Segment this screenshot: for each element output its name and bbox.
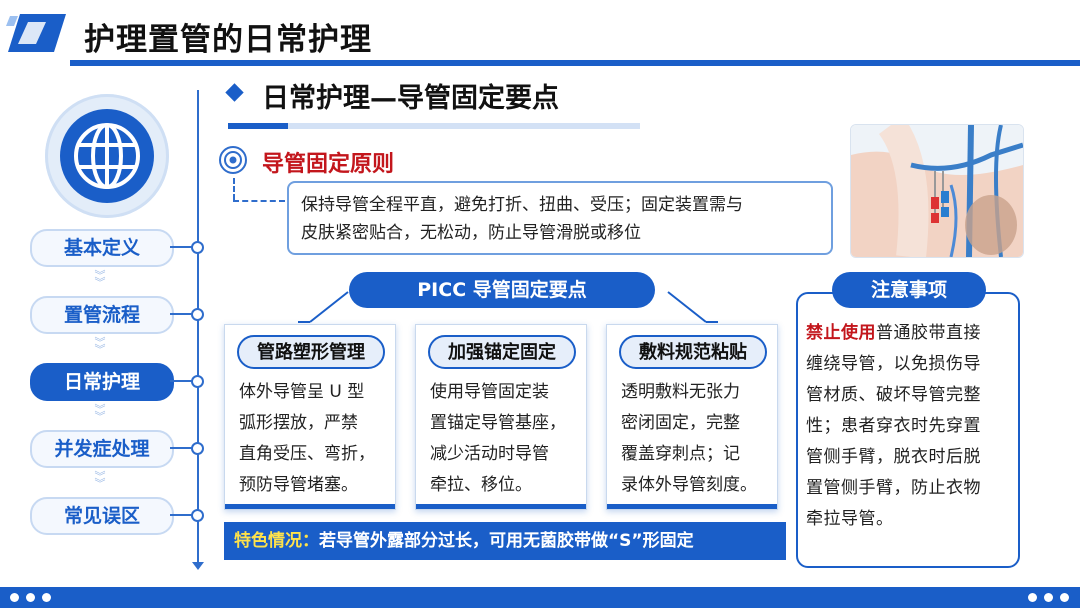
notes-line: 管材质、破坏导管完整: [806, 385, 981, 405]
section-underline-accent: [228, 123, 288, 129]
feature-label: 特色情况：: [234, 531, 319, 551]
footer-dot: [10, 593, 19, 602]
card-line: 置锚定导管基座，: [430, 413, 566, 433]
footer-bar: [0, 587, 1080, 608]
card-line: 透明敷料无张力: [621, 382, 740, 402]
notes-line: 缠绕导管，以免损伤导: [806, 354, 981, 374]
card-line: 弧形摆放，严禁: [239, 413, 358, 433]
chevron-down-icon: ︾︾: [94, 470, 106, 490]
sidebar-node: [191, 308, 204, 321]
card-line: 体外导管呈 U 型: [239, 382, 365, 402]
sidebar-node: [191, 241, 204, 254]
principle-line: 保持导管全程平直，避免打折、扭曲、受压；固定装置需与: [301, 195, 743, 215]
card-line: 直角受压、弯折，: [239, 444, 375, 464]
picc-banner: PICC 导管固定要点: [349, 272, 655, 308]
logo-mark: [6, 14, 66, 52]
card-dressing: 敷料规范粘贴 透明敷料无张力 密闭固定，完整 覆盖穿刺点；记 录体外导管刻度。: [606, 324, 778, 510]
timeline-arrow: [192, 562, 204, 570]
footer-dot: [1060, 593, 1069, 602]
card-line: 牵拉、移位。: [430, 475, 532, 495]
target-icon: [219, 146, 247, 174]
card-accent-bar: [416, 504, 586, 509]
sidebar-node: [191, 375, 204, 388]
card-line: 覆盖穿刺点；记: [621, 444, 740, 464]
dashed-connector: [233, 178, 235, 200]
section-title: 日常护理—导管固定要点: [262, 83, 559, 114]
sidebar-connector: [170, 246, 198, 248]
principle-box: 保持导管全程平直，避免打折、扭曲、受压；固定装置需与 皮肤紧密贴合，无松动，防止…: [287, 181, 833, 255]
footer-dot: [42, 593, 51, 602]
sidebar-timeline: [197, 90, 199, 568]
notes-body: 禁止使用普通胶带直接 缠绕导管，以免损伤导 管材质、破坏导管完整 性；患者穿衣时…: [806, 318, 1014, 535]
card-shaping-management: 管路塑形管理 体外导管呈 U 型 弧形摆放，严禁 直角受压、弯折， 预防导管堵塞…: [224, 324, 396, 510]
sidebar-node: [191, 442, 204, 455]
globe-icon: [74, 123, 140, 189]
notes-line: 牵拉导管。: [806, 509, 894, 529]
sidebar-connector: [170, 447, 198, 449]
card-body: 体外导管呈 U 型 弧形摆放，严禁 直角受压、弯折， 预防导管堵塞。: [239, 377, 389, 501]
card-accent-bar: [607, 504, 777, 509]
card-title: 加强锚定固定: [428, 335, 576, 369]
feature-bar: 特色情况：若导管外露部分过长，可用无菌胶带做“S”形固定: [224, 522, 786, 560]
card-body: 使用导管固定装 置锚定导管基座， 减少活动时导管 牵拉、移位。: [430, 377, 580, 501]
notes-line: 管侧手臂，脱衣时后脱: [806, 447, 981, 467]
dashed-connector: [233, 200, 285, 202]
sidebar-connector: [170, 514, 198, 516]
card-line: 录体外导管刻度。: [621, 475, 757, 495]
sidebar-item-misconceptions[interactable]: 常见误区: [30, 497, 174, 535]
card-line: 减少活动时导管: [430, 444, 549, 464]
feature-text: 若导管外露部分过长，可用无菌胶带做“S”形固定: [319, 531, 694, 551]
sidebar-item-complications[interactable]: 并发症处理: [30, 430, 174, 468]
principle-line: 皮肤紧密贴合，无松动，防止导管滑脱或移位: [301, 223, 641, 243]
section-underline: [228, 123, 640, 129]
card-line: 密闭固定，完整: [621, 413, 740, 433]
picc-connector-arc: [298, 291, 718, 323]
footer-dot: [1044, 593, 1053, 602]
page-title: 护理置管的日常护理: [84, 22, 372, 58]
sidebar-connector: [170, 313, 198, 315]
notes-line: 普通胶带直接: [876, 323, 981, 343]
sidebar-node: [191, 509, 204, 522]
sidebar-item-daily-care[interactable]: 日常护理: [30, 363, 174, 401]
chevron-down-icon: ︾︾: [94, 269, 106, 289]
sidebar-item-basic-definition[interactable]: 基本定义: [30, 229, 174, 267]
notes-line: 性；患者穿衣时先穿置: [806, 416, 981, 436]
notes-warning: 禁止使用: [806, 323, 876, 343]
picc-illustration: [850, 124, 1024, 258]
sidebar-item-procedure[interactable]: 置管流程: [30, 296, 174, 334]
card-title: 敷料规范粘贴: [619, 335, 767, 369]
chevron-down-icon: ︾︾: [94, 336, 106, 356]
notes-line: 置管侧手臂，防止衣物: [806, 478, 981, 498]
card-body: 透明敷料无张力 密闭固定，完整 覆盖穿刺点；记 录体外导管刻度。: [621, 377, 771, 501]
diamond-bullet-icon: [225, 83, 244, 102]
notes-title: 注意事项: [832, 272, 986, 308]
footer-dot: [1028, 593, 1037, 602]
card-accent-bar: [225, 504, 395, 509]
principle-title: 导管固定原则: [262, 152, 395, 177]
sidebar-connector: [170, 380, 198, 382]
card-anchoring: 加强锚定固定 使用导管固定装 置锚定导管基座， 减少活动时导管 牵拉、移位。: [415, 324, 587, 510]
card-line: 使用导管固定装: [430, 382, 549, 402]
header-divider: [70, 60, 1080, 66]
chevron-down-icon: ︾︾: [94, 403, 106, 423]
card-line: 预防导管堵塞。: [239, 475, 358, 495]
card-title: 管路塑形管理: [237, 335, 385, 369]
footer-dot: [26, 593, 35, 602]
